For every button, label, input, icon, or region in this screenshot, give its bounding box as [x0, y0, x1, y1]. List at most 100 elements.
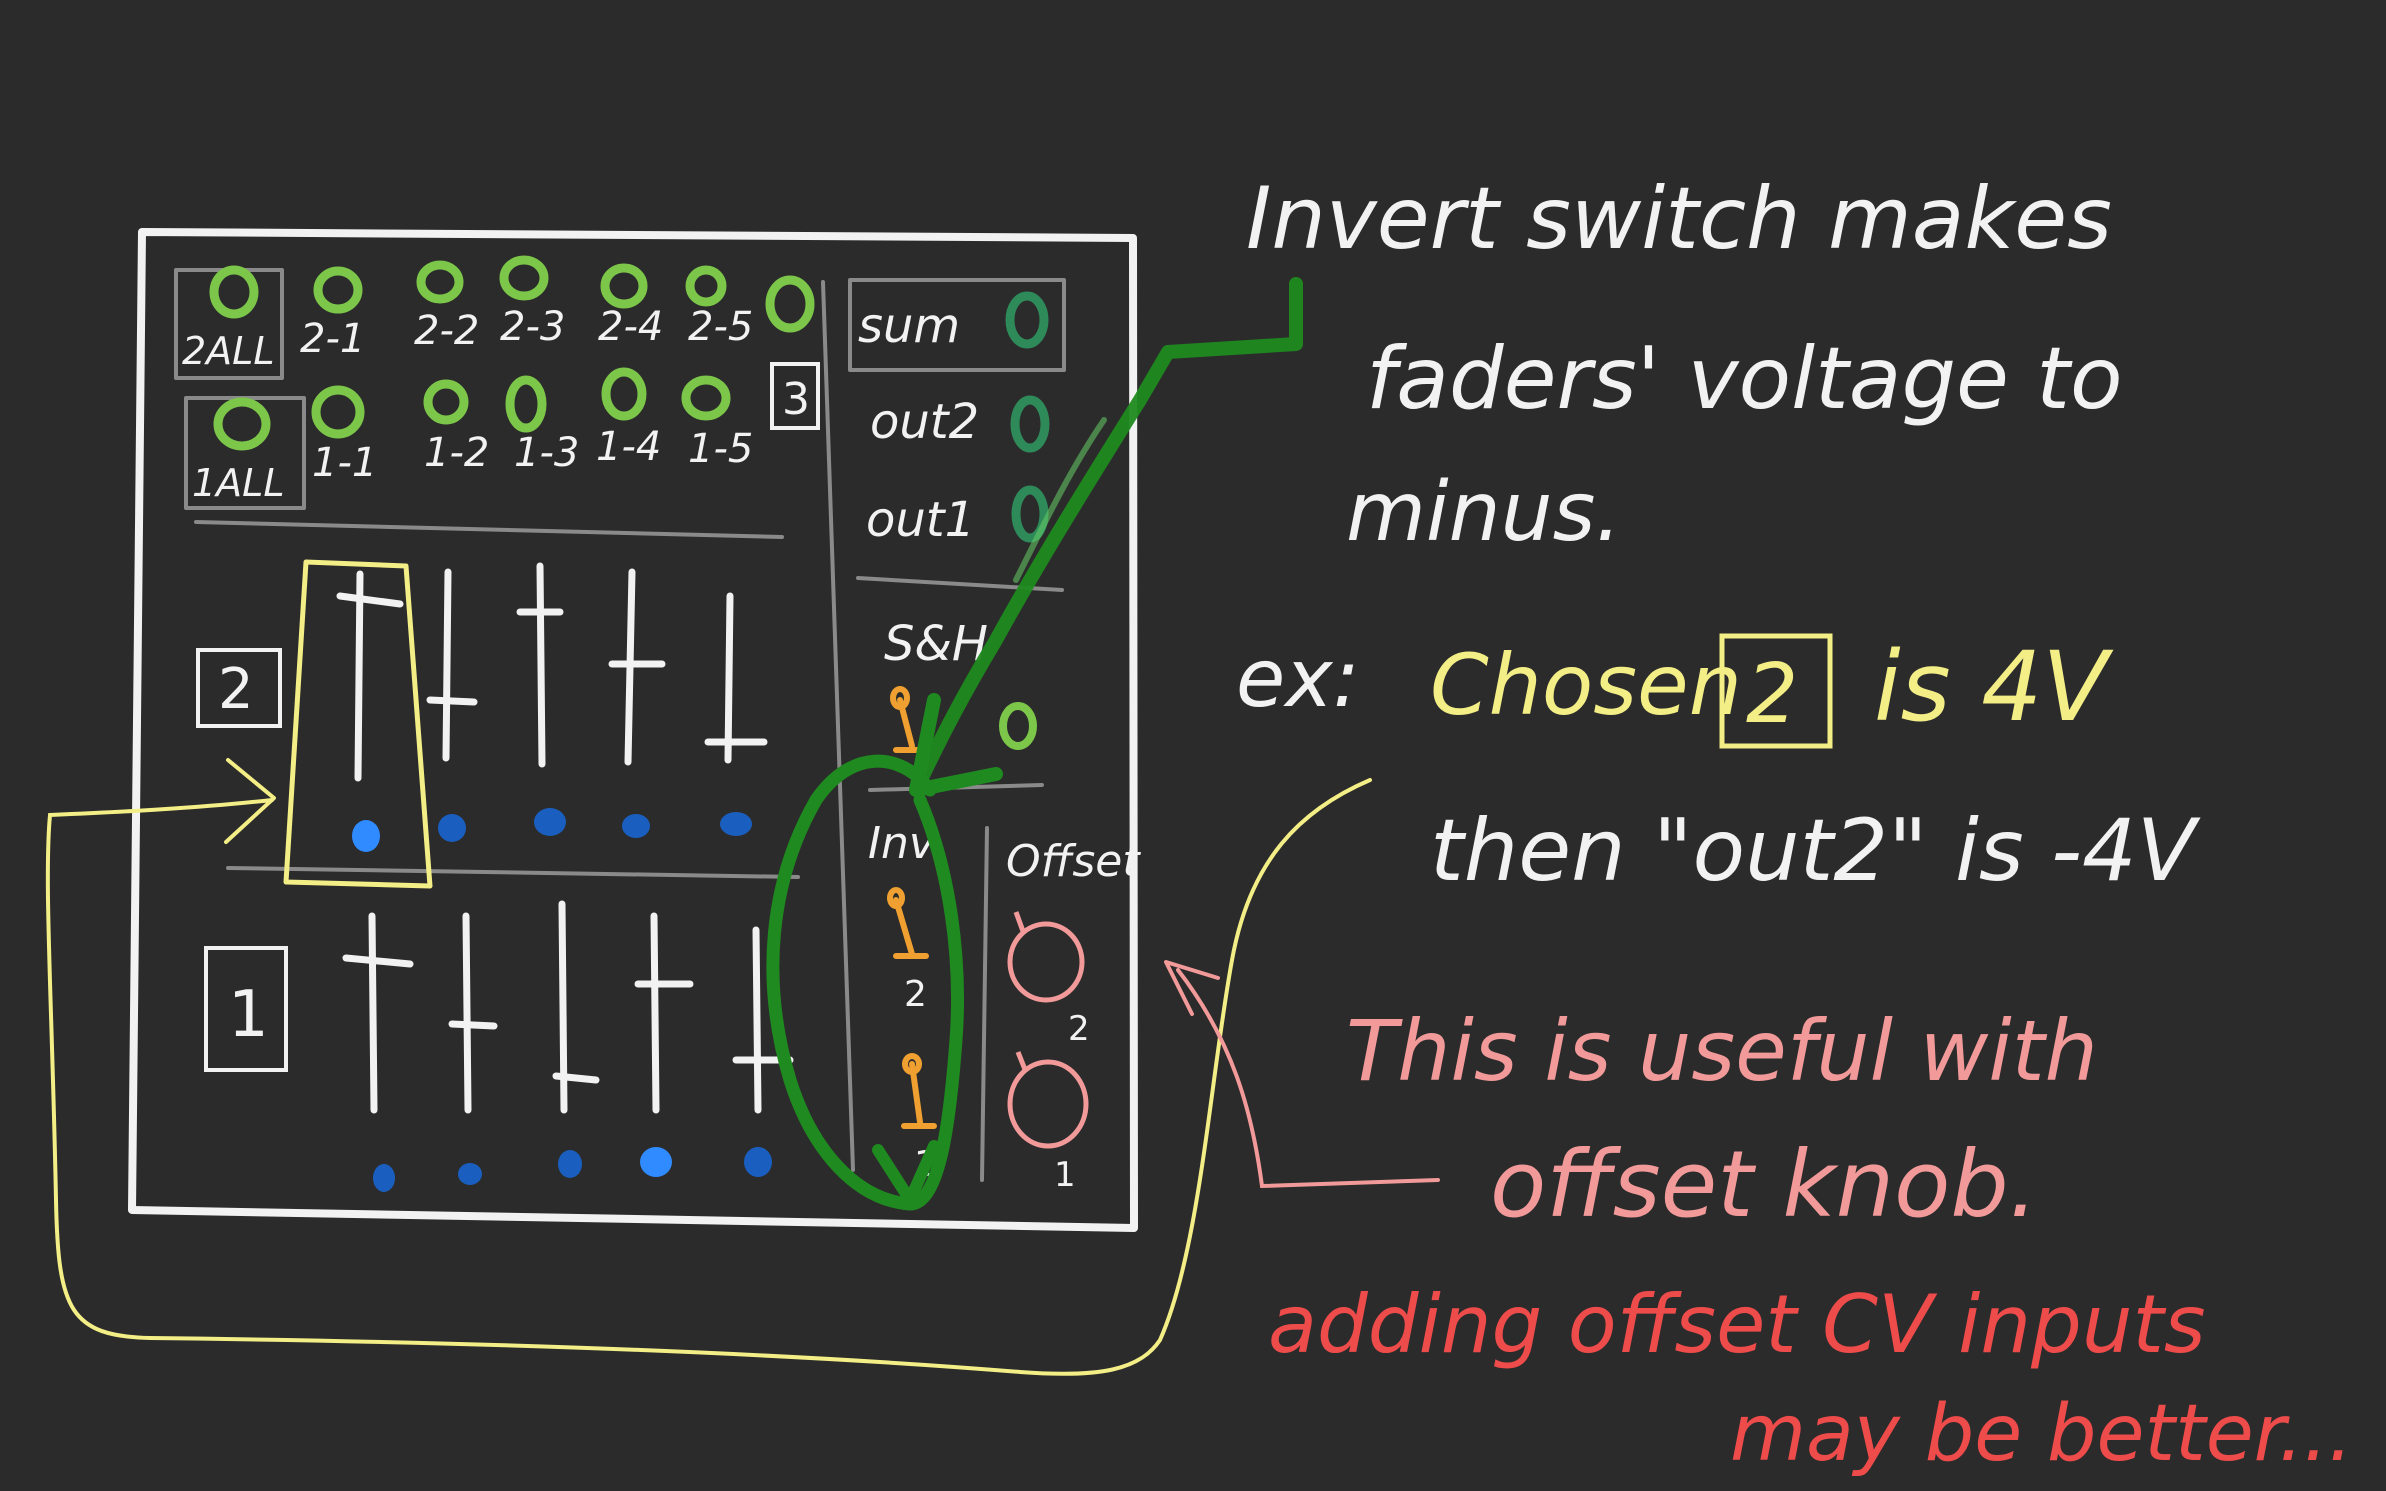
- led-1-5: [744, 1147, 772, 1177]
- jack-2all[interactable]: [209, 265, 259, 319]
- jack-2-1[interactable]: [313, 266, 363, 314]
- note-invert-line1: Invert switch makes: [1246, 169, 2112, 269]
- leds-row2: [352, 808, 752, 852]
- label-2-1: 2-1: [300, 316, 365, 362]
- jack-out2[interactable]: [1010, 395, 1050, 453]
- led-2-4: [622, 814, 650, 838]
- label-1all: 1ALL: [192, 461, 285, 505]
- jack-1-5[interactable]: [681, 375, 731, 421]
- outputs: sum out2 out1: [858, 291, 1050, 548]
- section3-box: [770, 362, 820, 430]
- highlight-fader-2-1: [283, 559, 433, 889]
- note-ex-is: is 4V: [1874, 631, 2114, 743]
- yellow-loop-arrow: [45, 778, 1372, 1376]
- label-1-5: 1-5: [688, 426, 753, 472]
- fader-2-2[interactable]: [426, 568, 478, 762]
- offset-knob-1-label: 1: [1054, 1155, 1076, 1195]
- jack-1-4[interactable]: [601, 367, 647, 421]
- note-useful-line2: offset knob.: [1490, 1131, 2038, 1238]
- fader-1-2[interactable]: [448, 912, 498, 1114]
- faders-row1: [342, 900, 794, 1114]
- label-out2: out2: [870, 394, 979, 450]
- pink-arrow-head: [1164, 960, 1220, 1016]
- note-invert-line3: minus.: [1346, 465, 1621, 560]
- inv-switch-2[interactable]: [887, 887, 929, 959]
- fader-2-1[interactable]: [336, 570, 404, 782]
- offset-knob-2-label: 2: [1068, 1009, 1090, 1049]
- label-1-3: 1-3: [514, 430, 579, 476]
- yellow-arrow-head: [224, 758, 276, 844]
- jack-2-5[interactable]: [685, 265, 727, 307]
- green-arrow: [909, 277, 1303, 797]
- offset-knob-1[interactable]: [1007, 1051, 1089, 1149]
- jack-1-3[interactable]: [505, 375, 547, 433]
- jack-rule: [194, 520, 784, 539]
- pink-arrow: [1176, 968, 1440, 1189]
- jack-sum[interactable]: [1005, 291, 1049, 349]
- led-1-3: [558, 1150, 582, 1178]
- jack-row2-extra[interactable]: [765, 275, 815, 333]
- jack-1all[interactable]: [213, 397, 271, 451]
- note-ex-box: 2: [1746, 647, 1798, 742]
- inv-switch-1[interactable]: [901, 1053, 937, 1129]
- label-out1: out1: [866, 492, 975, 548]
- note-useful-line1: This is useful with: [1346, 1002, 2098, 1100]
- jack-sh[interactable]: [999, 702, 1037, 750]
- fader-2-3[interactable]: [516, 562, 564, 768]
- led-2-2: [438, 814, 466, 842]
- row1-label: 1: [228, 978, 269, 1052]
- label-2all: 2ALL: [182, 329, 275, 373]
- label-2-2: 2-2: [414, 308, 479, 354]
- note-then-line: then "out2" is -4V: [1430, 801, 2201, 901]
- faders-row2: [336, 562, 768, 782]
- fader-2-4[interactable]: [608, 568, 666, 766]
- jack-1-2[interactable]: [423, 379, 469, 425]
- row2-label-box: [196, 648, 282, 728]
- inv-switch-2-label: 2: [904, 974, 927, 1015]
- label-1-2: 1-2: [424, 430, 489, 476]
- label-1-4: 1-4: [596, 424, 661, 470]
- jack-out1[interactable]: [1011, 485, 1049, 543]
- panel-outline: [128, 228, 1138, 1232]
- jack-labels: 2ALL 2-1 2-2 2-3 2-4 2-5 1ALL 1-1 1-2 1-…: [182, 304, 753, 505]
- fader-2-5[interactable]: [704, 592, 768, 764]
- sum-box: [848, 278, 1066, 372]
- leds-row1: [373, 1147, 772, 1192]
- label-1-1: 1-1: [312, 440, 377, 486]
- label-sum: sum: [858, 298, 960, 354]
- led-2-3: [534, 808, 566, 836]
- label-2-3: 2-3: [500, 304, 565, 350]
- column-divider: [821, 280, 855, 1172]
- note-ex-chosen: Chosen: [1430, 636, 1742, 734]
- led-2-1: [352, 820, 380, 852]
- jack-1-1[interactable]: [311, 385, 365, 439]
- note-invert-line2: faders' voltage to: [1366, 329, 2123, 429]
- led-1-4: [640, 1147, 672, 1177]
- led-1-2: [458, 1163, 482, 1185]
- green-loop-head: [872, 1140, 940, 1206]
- row2-jacks: [209, 255, 815, 333]
- green-loop: [766, 754, 964, 1211]
- jack-2-3[interactable]: [499, 255, 549, 301]
- fader-1-4[interactable]: [634, 912, 694, 1114]
- jack-2-4[interactable]: [600, 263, 648, 309]
- led-1-1: [373, 1164, 395, 1192]
- note-adding-line2: may be better...: [1730, 1389, 2353, 1479]
- label-sh: S&H: [884, 616, 988, 672]
- label-offset: Offset: [1006, 836, 1141, 887]
- offset-divider: [980, 826, 989, 1182]
- module-panel: [128, 228, 1138, 1232]
- row1-jacks: [213, 367, 731, 451]
- label-2-4: 2-4: [598, 304, 663, 350]
- fader-1-3[interactable]: [552, 900, 600, 1114]
- note-ex-prefix: ex:: [1236, 632, 1360, 725]
- led-2-5: [720, 812, 752, 836]
- green-arrow-head: [909, 693, 1003, 797]
- jack-2-2[interactable]: [416, 260, 464, 304]
- fader-1-1[interactable]: [342, 912, 414, 1114]
- row2-label: 2: [218, 657, 254, 722]
- green-arrow-highlight: [1013, 417, 1107, 583]
- offset-knob-2[interactable]: [1007, 911, 1085, 1003]
- label-2-5: 2-5: [688, 304, 753, 350]
